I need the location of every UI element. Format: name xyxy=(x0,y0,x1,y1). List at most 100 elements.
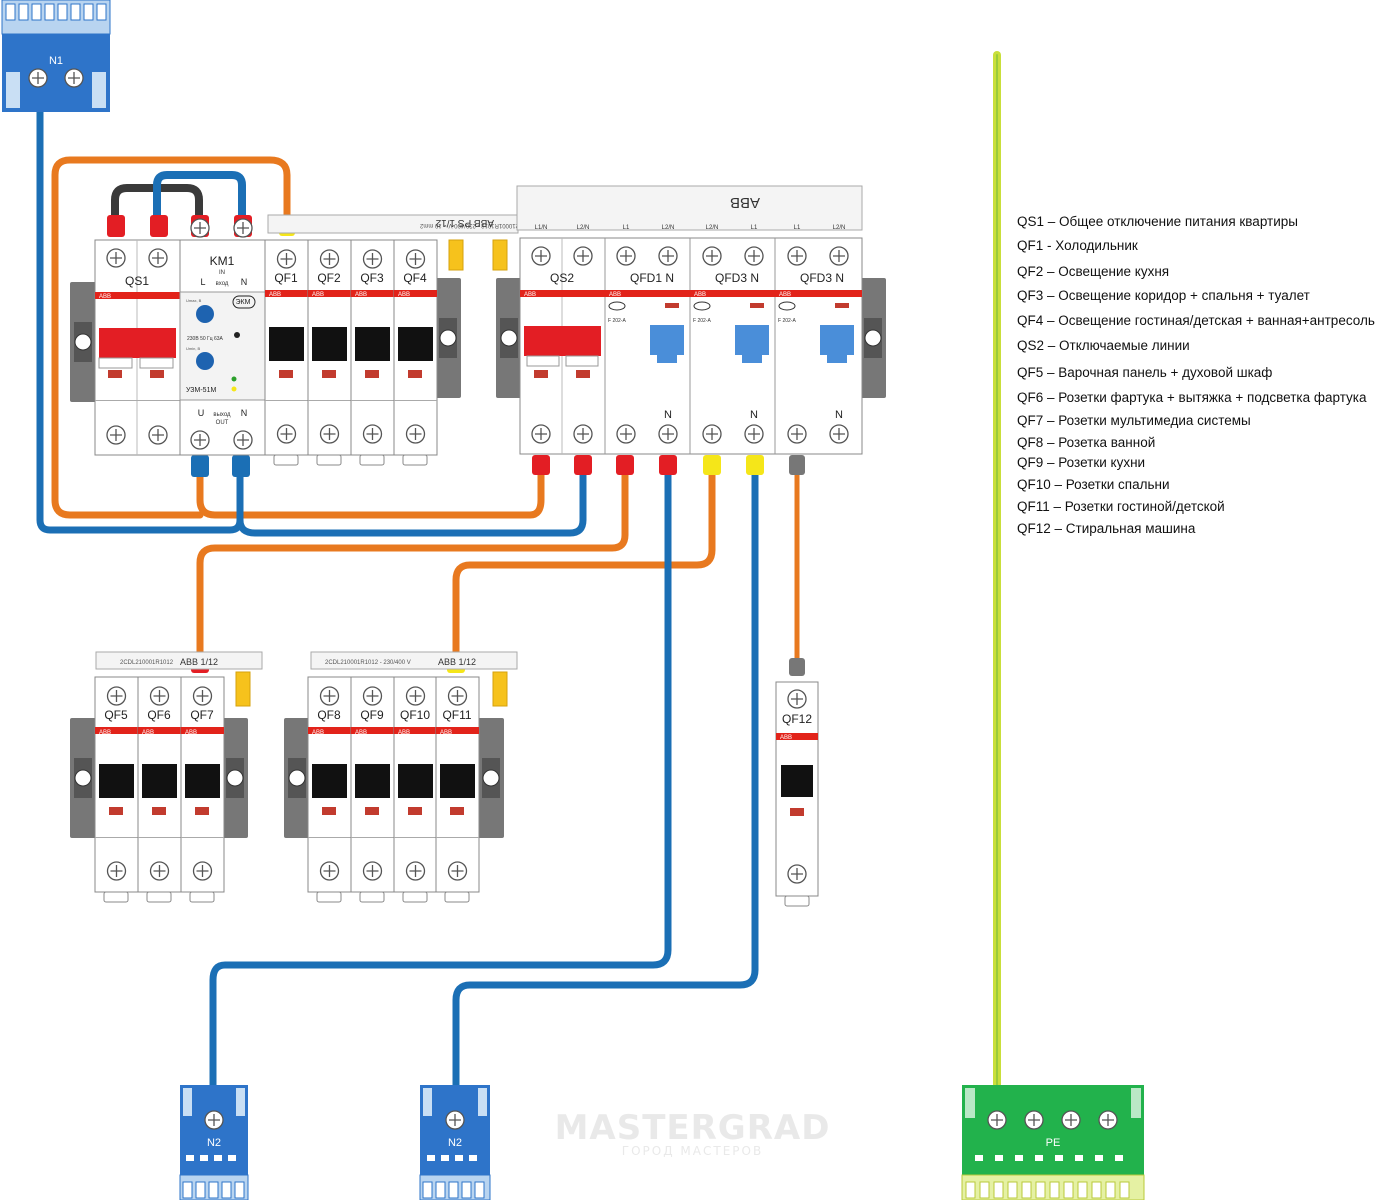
qs2-breaker: QS2 ABB xyxy=(520,238,606,454)
n1-bar: N1 xyxy=(1,0,111,112)
busbar-b3-brand: ABB 1/12 xyxy=(180,657,218,667)
busbar-top-left-code: 2CDL210001R1012 - 230/400 V ~ 10 mm2 xyxy=(419,222,534,228)
qf10-label: QF10 xyxy=(400,708,430,722)
n2-left-label: N2 xyxy=(207,1137,221,1149)
qf3-brand: ABB xyxy=(355,292,367,298)
qf6-brand: ABB xyxy=(142,730,154,736)
relay-knob-umax[interactable] xyxy=(196,305,214,323)
pe-bar: PE xyxy=(961,1085,1145,1200)
n2-bar-left: N2 xyxy=(179,1085,249,1200)
n2-bar-right: N2 xyxy=(419,1085,491,1200)
relay-out-label: OUT xyxy=(216,420,229,426)
qfd3-rcbo-a: QFD3 N ABB F 202-A N xyxy=(690,238,776,454)
n2-right-label: N2 xyxy=(448,1137,462,1149)
block-1: QS1 ABB KM1 IN L вход N Umax, В ЭКМ 230В… xyxy=(69,218,462,466)
relay-out-u: U xyxy=(198,408,205,418)
wire-relay-u-qs2 xyxy=(196,461,545,519)
qs2-label: QS2 xyxy=(550,271,574,285)
block-4: 2CDL210001R1012 - 230/400 V ABB 1/12 QF8… xyxy=(283,651,518,903)
n1-label: N1 xyxy=(49,55,63,67)
qf6-label: QF6 xyxy=(147,708,171,722)
wire-n-qfd3 xyxy=(452,461,759,1114)
relay-knob-umin[interactable] xyxy=(196,352,214,370)
legend-item: QS2 – Отключаемые линии xyxy=(1017,338,1190,353)
qf7-brand: ABB xyxy=(185,730,197,736)
qf1-brand: ABB xyxy=(269,292,281,298)
watermark: MASTERGRAD ГОРОД МАСТЕРОВ xyxy=(540,1108,845,1158)
relay-out-n: N xyxy=(241,408,248,418)
busbar-b4-brand: ABB 1/12 xyxy=(438,657,476,667)
wire-relay-n-qs2 xyxy=(236,461,587,537)
qf8-brand: ABB xyxy=(312,730,324,736)
legend-item: QF4 – Освещение гостиная/детская + ванна… xyxy=(1017,313,1375,328)
term-qs2-l2n: L2/N xyxy=(577,225,590,231)
qf9-brand: ABB xyxy=(355,730,367,736)
block-2: L1/N L2/N L1 L2/N L2/N L1 L1 L2/N QS2 AB… xyxy=(495,225,887,455)
term-qfd3a-l2n: L2/N xyxy=(706,225,719,231)
legend-item: QF7 – Розетки мультимедиа системы xyxy=(1017,413,1251,428)
relay-in-label: IN xyxy=(219,270,225,276)
qf11-label: QF11 xyxy=(442,708,471,722)
qf9-label: QF9 xyxy=(360,708,384,722)
qfd3b-brand: ABB xyxy=(779,292,791,298)
wire-qfd1-qf7 xyxy=(196,461,629,664)
relay-knob1: Umax, В xyxy=(186,298,202,303)
pe-label: PE xyxy=(1046,1137,1061,1149)
qf10-brand: ABB xyxy=(398,730,410,736)
qf11-brand: ABB xyxy=(440,730,452,736)
wire-n-qfd1 xyxy=(209,461,672,1114)
qs1-brand: ABB xyxy=(99,294,111,300)
qf3-label: QF3 xyxy=(360,271,384,285)
legend-item: QF8 – Розетка ванной xyxy=(1017,435,1156,450)
legend-item: QF2 – Освещение кухня xyxy=(1017,264,1170,279)
term-qs2-l1n: L1/N xyxy=(535,225,548,231)
busbar-top-left-brand: ABB PS 1/12 xyxy=(435,217,494,228)
busbar-b4-code: 2CDL210001R1012 - 230/400 V xyxy=(325,660,411,666)
term-qfd1-l1: L1 xyxy=(623,225,630,231)
term-qfd3b-l1: L1 xyxy=(794,225,801,231)
watermark-title: MASTERGRAD xyxy=(554,1108,831,1148)
qfd3a-label: QFD3 N xyxy=(715,271,759,285)
wire-orange-loop xyxy=(51,156,291,519)
wire-qfd3-qf11 xyxy=(452,461,716,664)
legend-item: QS1 – Общее отключение питания квартиры xyxy=(1017,214,1298,229)
qfd1-label: QFD1 N xyxy=(630,271,674,285)
qf8-label: QF8 xyxy=(317,708,341,722)
legend-item: QF9 – Розетки кухни xyxy=(1017,455,1146,470)
qf4-label: QF4 xyxy=(403,271,427,285)
qfd3-rcbo-b: QFD3 N ABB F 202-A N xyxy=(775,246,862,444)
qfd1-rcbo: QFD1 N ABB F 202-A N xyxy=(605,238,691,454)
legend-item: QF1 - Холодильник xyxy=(1017,238,1138,253)
relay-knob2: Umin, В xyxy=(186,346,201,351)
qf5-label: QF5 xyxy=(104,708,128,722)
qf4-brand: ABB xyxy=(398,292,410,298)
busbar-top-right-brand: ABB xyxy=(730,194,760,211)
qf2-brand: ABB xyxy=(312,292,324,298)
qfd3b-n: N xyxy=(835,409,843,421)
relay-rating: 230В 50 Гц 63А xyxy=(187,336,224,342)
legend-item: QF6 – Розетки фартука + вытяжка + подсве… xyxy=(1017,390,1367,405)
watermark-subtitle: ГОРОД МАСТЕРОВ xyxy=(621,1144,764,1158)
legend-item: QF5 – Варочная панель + духовой шкаф xyxy=(1017,365,1273,380)
qf12-label: QF12 xyxy=(782,712,812,726)
busbar-top-left: 2CDL210001R1012 - 230/400 V ~ 10 mm2 ABB… xyxy=(267,214,534,271)
legend-item: QF10 – Розетки спальни xyxy=(1017,477,1170,492)
wires xyxy=(36,51,1001,1114)
qfd3b-model: F 202-A xyxy=(778,318,796,324)
relay-in-l: L xyxy=(200,277,205,287)
term-qfd3a-l1: L1 xyxy=(751,225,758,231)
qfd3a-model: F 202-A xyxy=(693,318,711,324)
busbar-top-right: ABB xyxy=(516,185,863,231)
qfd3b-label: QFD3 N xyxy=(800,271,844,285)
